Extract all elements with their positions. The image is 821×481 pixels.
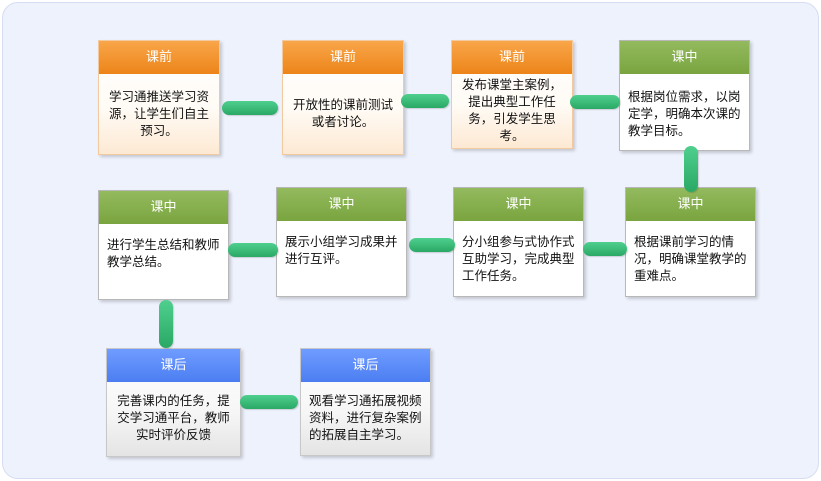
step-text: 学习通推送学习资源，让学生们自主预习。 [108, 89, 209, 138]
step-text: 根据岗位需求，以岗定学，明确本次课的教学目标。 [628, 89, 741, 138]
phase-label: 课后 [301, 349, 430, 382]
step-card-10: 课后 观看学习通拓展视频资料，进行复杂案例的拓展自主学习。 [300, 348, 431, 456]
connector-7-8 [228, 243, 278, 257]
connector-6-7 [409, 238, 455, 252]
connector-8-9 [159, 300, 173, 348]
step-text: 完善课内的任务，提交学习通平台，教师实时评价反馈 [117, 393, 230, 442]
step-card-8: 课中 进行学生总结和教师教学总结。 [98, 190, 229, 300]
phase-label: 课中 [454, 188, 583, 221]
phase-label: 课后 [107, 349, 240, 382]
step-text: 观看学习通拓展视频资料，进行复杂案例的拓展自主学习。 [309, 393, 422, 442]
step-card-7: 课中 展示小组学习成果并进行互评。 [276, 187, 407, 297]
step-text: 进行学生总结和教师教学总结。 [107, 237, 220, 269]
phase-label: 课中 [277, 188, 406, 221]
connector-3-4 [570, 95, 620, 109]
phase-label: 课前 [99, 41, 219, 74]
step-text: 展示小组学习成果并进行互评。 [285, 234, 398, 266]
phase-label: 课中 [620, 41, 749, 74]
step-text: 发布课堂主案例，提出典型工作任务，引发学生思考。 [461, 77, 562, 143]
phase-label: 课中 [626, 188, 755, 221]
step-text: 开放性的课前测试或者讨论。 [292, 97, 393, 129]
step-card-1: 课前 学习通推送学习资源，让学生们自主预习。 [98, 40, 220, 155]
connector-9-10 [240, 395, 298, 409]
step-card-9: 课后 完善课内的任务，提交学习通平台，教师实时评价反馈 [106, 348, 241, 457]
connector-4-5 [684, 146, 698, 192]
phase-label: 课前 [452, 41, 572, 74]
step-card-6: 课中 分小组参与式协作式互助学习，完成典型工作任务。 [453, 187, 584, 297]
step-card-5: 课中 根据课前学习的情况，明确课堂教学的重难点。 [625, 187, 756, 297]
step-card-2: 课前 开放性的课前测试或者讨论。 [282, 40, 404, 155]
step-card-4: 课中 根据岗位需求，以岗定学，明确本次课的教学目标。 [619, 40, 750, 151]
step-text: 分小组参与式协作式互助学习，完成典型工作任务。 [462, 234, 575, 283]
connector-2-3 [401, 94, 449, 108]
phase-label: 课中 [99, 191, 228, 224]
connector-5-6 [583, 242, 627, 256]
phase-label: 课前 [283, 41, 403, 74]
step-text: 根据课前学习的情况，明确课堂教学的重难点。 [634, 234, 747, 283]
connector-1-2 [222, 101, 278, 115]
step-card-3: 课前 发布课堂主案例，提出典型工作任务，引发学生思考。 [451, 40, 573, 149]
